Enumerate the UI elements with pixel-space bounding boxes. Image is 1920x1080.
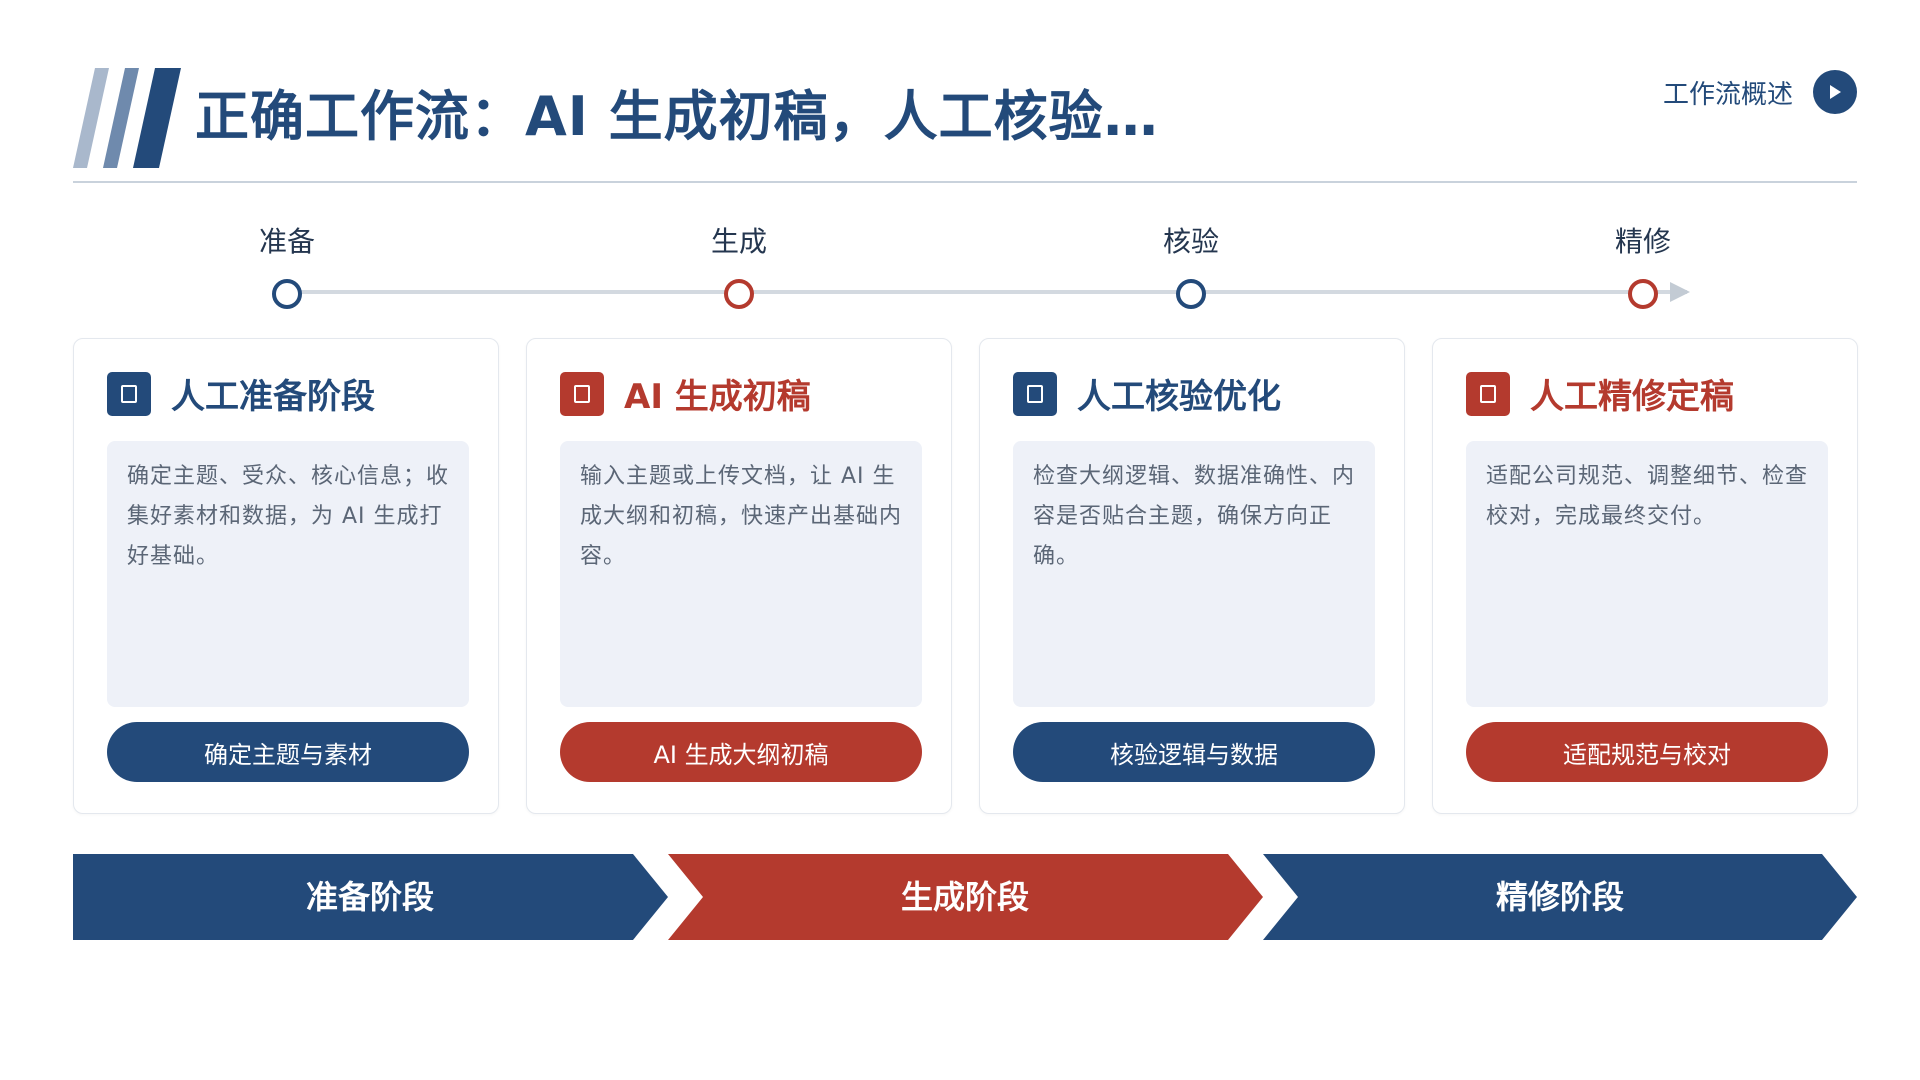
timeline-dot xyxy=(724,279,754,309)
document-icon xyxy=(1466,371,1510,416)
phase-chevron-prepare xyxy=(73,854,668,940)
card-manual-finalize: 人工精修定稿 适配公司规范、调整细节、检查校对，完成最终交付。 适配规范与校对 xyxy=(1432,338,1858,814)
play-icon[interactable] xyxy=(1813,70,1857,114)
confirm-topic-button[interactable]: 确定主题与素材 xyxy=(107,722,469,782)
workflow-overview-nav[interactable]: 工作流概述 xyxy=(1663,70,1857,114)
timeline-dot xyxy=(272,279,302,309)
card-title: 人工准备阶段 xyxy=(171,377,375,417)
card-title: AI 生成初稿 xyxy=(624,377,811,417)
adapt-standards-button[interactable]: 适配规范与校对 xyxy=(1466,722,1828,782)
timeline-line xyxy=(287,290,1687,294)
phase-label-prepare: 准备阶段 xyxy=(305,878,434,916)
timeline-step-label: 生成 xyxy=(710,225,767,258)
timeline-step-label: 准备 xyxy=(258,225,315,258)
timeline-arrow-icon xyxy=(1670,282,1690,302)
nav-label: 工作流概述 xyxy=(1662,79,1793,110)
page-title: 正确工作流：AI 生成初稿，人工核验… xyxy=(195,85,1159,148)
card-title: 人工核验优化 xyxy=(1077,377,1281,417)
timeline-dot xyxy=(1628,279,1658,309)
card-title: 人工精修定稿 xyxy=(1530,377,1734,417)
card-manual-verify: 人工核验优化 检查大纲逻辑、数据准确性、内容是否贴合主题，确保方向正确。 核验逻… xyxy=(979,338,1405,814)
verify-data-button[interactable]: 核验逻辑与数据 xyxy=(1013,722,1375,782)
logo-stripes xyxy=(73,68,181,168)
phase-label-generate: 生成阶段 xyxy=(900,878,1029,916)
timeline-step-verify: 核验 xyxy=(1091,220,1291,309)
card-manual-prepare: 人工准备阶段 确定主题、受众、核心信息；收集好素材和数据，为 AI 生成打好基础… xyxy=(73,338,499,814)
timeline-step-generate: 生成 xyxy=(639,220,839,309)
ai-generate-button[interactable]: AI 生成大纲初稿 xyxy=(560,722,922,782)
timeline-step-refine: 精修 xyxy=(1543,220,1743,309)
card-description: 检查大纲逻辑、数据准确性、内容是否贴合主题，确保方向正确。 xyxy=(1013,441,1375,707)
timeline-step-prepare: 准备 xyxy=(187,220,387,309)
process-timeline: 准备 生成 核验 精修 xyxy=(0,220,1920,310)
timeline-step-label: 核验 xyxy=(1162,225,1219,258)
phase-chevron-refine xyxy=(1263,854,1857,940)
document-icon xyxy=(560,371,604,416)
phase-chevrons xyxy=(73,854,1857,940)
header-divider xyxy=(73,181,1857,183)
phase-label-refine: 精修阶段 xyxy=(1495,878,1624,916)
timeline-step-label: 精修 xyxy=(1614,225,1671,258)
card-description: 适配公司规范、调整细节、检查校对，完成最终交付。 xyxy=(1466,441,1828,707)
timeline-dot xyxy=(1176,279,1206,309)
document-icon xyxy=(107,371,151,416)
phase-bar: 准备阶段 生成阶段 精修阶段 xyxy=(73,854,1857,940)
document-icon xyxy=(1013,371,1057,416)
card-ai-draft: AI 生成初稿 输入主题或上传文档，让 AI 生成大纲和初稿，快速产出基础内容。… xyxy=(526,338,952,814)
workflow-cards: 人工准备阶段 确定主题、受众、核心信息；收集好素材和数据，为 AI 生成打好基础… xyxy=(73,338,1858,814)
phase-chevron-generate xyxy=(668,854,1263,940)
card-description: 确定主题、受众、核心信息；收集好素材和数据，为 AI 生成打好基础。 xyxy=(107,441,469,707)
card-description: 输入主题或上传文档，让 AI 生成大纲和初稿，快速产出基础内容。 xyxy=(560,441,922,707)
